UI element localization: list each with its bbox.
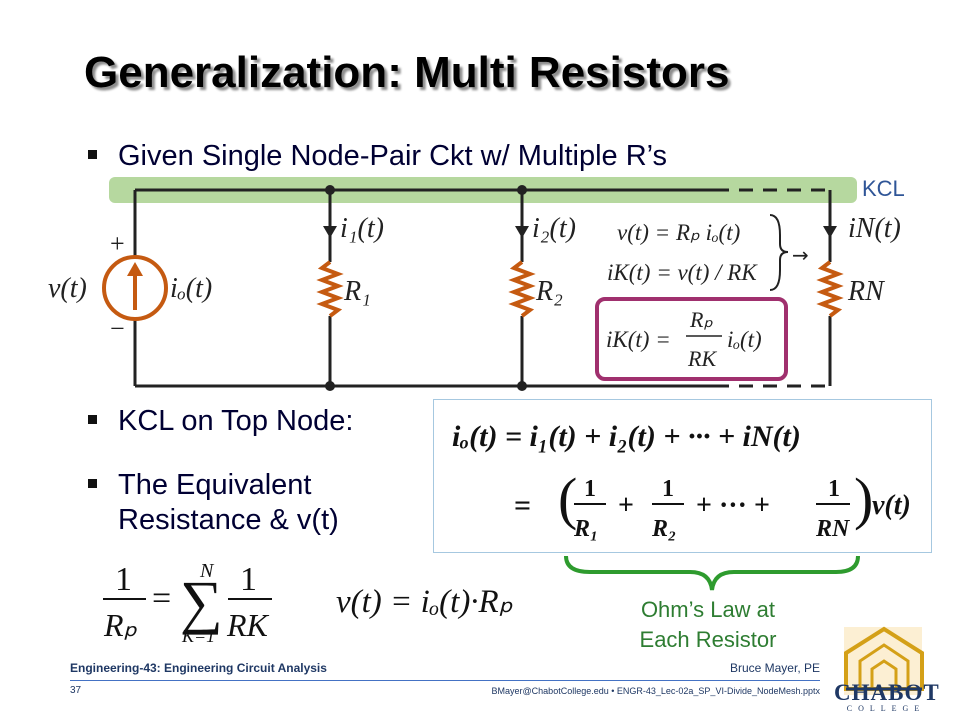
kcl-formula-box: iₒ(t) = i₁(t) + i₂(t) + ··· + iN(t) = ( … [433,399,932,553]
bullet-text: Given Single Node-Pair Ckt w/ Multiple R… [118,140,668,172]
kcl-row1: iₒ(t) = i₁(t) + i₂(t) + ··· + iN(t) [452,420,801,453]
boxed-denominator: RK [687,346,717,371]
kcl-label: KCL [862,176,905,201]
resistor-r1 [316,260,344,318]
plus-sign: + [110,229,125,258]
frac2-num: 1 [662,476,674,502]
current-arrow-i1 [323,226,337,238]
i2-label: i₂(t) [532,213,576,244]
bullet-text: KCL on Top Node: [118,405,354,437]
i1-label: i₁(t) [340,213,384,244]
source-arrow-head [127,262,143,276]
implies-arrow: → [792,243,809,267]
bullet-given: Given Single Node-Pair Ckt w/ Multiple R… [88,139,668,174]
logo-text: CHABOT [834,680,940,705]
footer-info: BMayer@ChabotCollege.edu • ENGR-43_Lec-0… [491,686,820,696]
minus-sign: − [110,314,125,343]
paren-close: ) [854,466,873,531]
kcl-row2-tail: v(t) [872,490,911,521]
current-source [102,255,168,321]
kcl-row2-equals: = [514,489,531,522]
fracn-den: RN [815,516,851,542]
r1-label: R₁ [343,276,371,307]
node-dot [325,381,335,391]
frac2-den: R₂ [651,516,676,542]
kcl-formula-svg: iₒ(t) = i₁(t) + i₂(t) + ··· + iN(t) = ( … [452,420,911,542]
bullet-text-continued: Resistance & v(t) [118,504,339,536]
paren-open: ( [558,466,577,531]
eq-v-equals-rp-io: v(t) = Rₚ iₒ(t) [617,220,740,245]
footer-course: Engineering-43: Engineering Circuit Anal… [70,661,327,675]
resistor-r2 [508,260,536,318]
node-dot [517,381,527,391]
bullet-equivalent: The Equivalent Resistance & v(t) [88,468,339,538]
v-of-t-label: v(t) [48,273,87,304]
in-label: iN(t) [848,213,901,244]
bullet-marker [88,150,97,159]
current-arrow-i2 [515,226,529,238]
io-of-t-label: iₒ(t) [170,273,212,304]
equation-brace [769,214,789,291]
logo-subtext: COLLEGE [846,704,926,713]
ohms-law-note: Ohm’s Law at Each Resistor [604,595,812,655]
bullet-marker [88,479,97,488]
frac1-num: 1 [584,476,596,502]
ohms-law-line2: Each Resistor [639,627,777,652]
boxed-ik-lhs: iK(t) = [606,327,671,352]
node-dot [325,185,335,195]
fracn-num: 1 [828,476,840,502]
ik-formula-box [595,297,788,381]
resistor-rn [816,260,844,318]
footer-author: Bruce Mayer, PE [729,661,820,675]
boxed-numerator: Rₚ [689,307,713,332]
node-dot [517,185,527,195]
plus-1: + [618,490,634,521]
frac1-den: R₁ [573,516,598,542]
ohms-law-line1: Ohm’s Law at [640,597,776,622]
bullet-marker [88,415,97,424]
bullet-text: The Equivalent [118,469,312,501]
footer-divider [70,680,820,681]
chabot-logo-icon [844,626,924,695]
bullet-kcl: KCL on Top Node: [88,404,354,439]
eq-ik-equals-v-over-rk: iK(t) = v(t) / RK [607,260,758,285]
rn-label: RN [847,276,885,307]
boxed-io-rhs: iₒ(t) [727,327,762,352]
r2-label: R₂ [535,276,563,307]
current-arrow-in [823,226,837,238]
slide-title: Generalization: Multi Resistors [84,48,730,97]
slide-number: 37 [70,685,82,696]
plus-2: + ··· + [696,490,770,521]
